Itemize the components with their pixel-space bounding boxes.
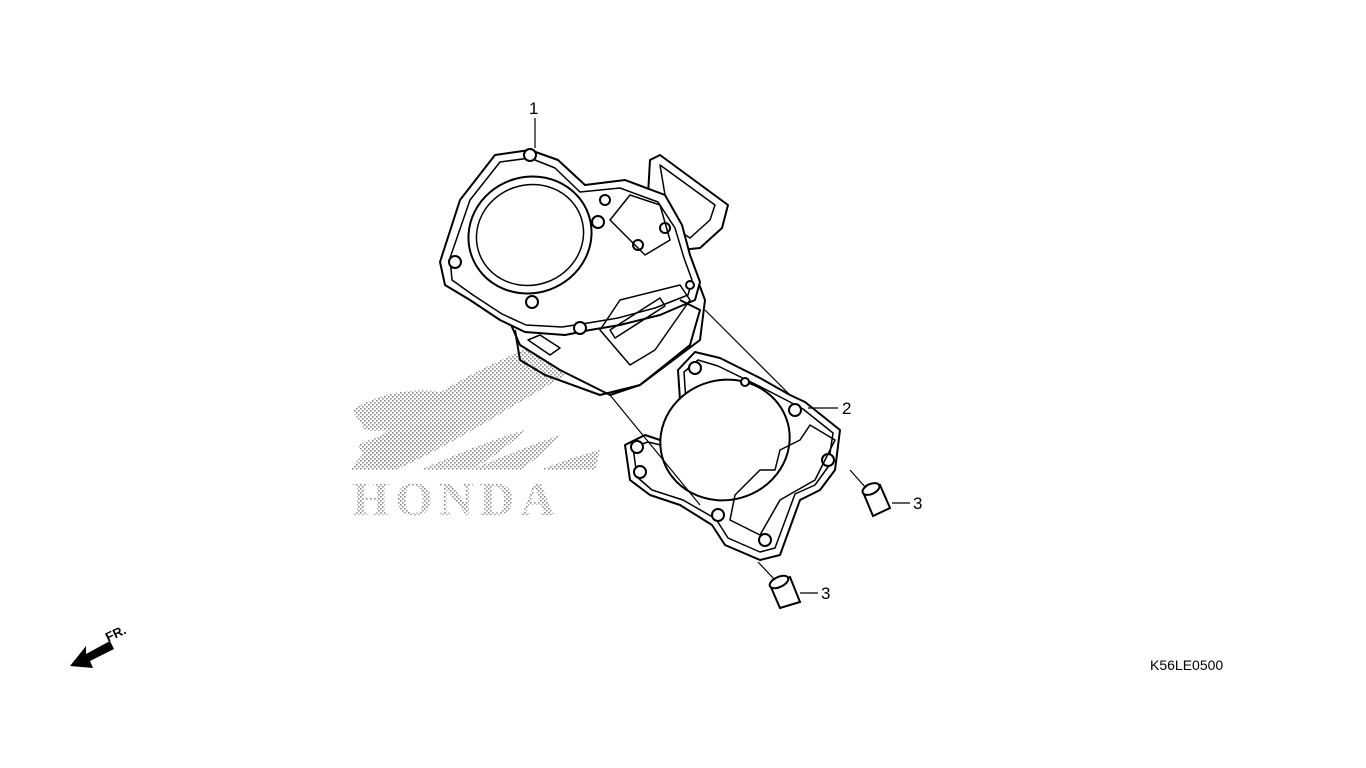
callout-1-label: 1	[529, 99, 538, 118]
gasket-drawing	[624, 351, 841, 561]
callout-3-lower-label: 3	[821, 584, 830, 603]
dowel-pin-lower-drawing	[768, 574, 802, 610]
leader-lines	[534, 118, 910, 594]
callout-3-upper-label: 3	[913, 494, 922, 513]
cylinder-drawing	[439, 148, 729, 396]
arrow-icon	[70, 641, 114, 668]
dowel-pin-upper-drawing	[861, 482, 892, 518]
honda-watermark-text: HONDA	[352, 473, 561, 526]
callout-2-label: 2	[842, 399, 851, 418]
diagram-code: K56LE0500	[1150, 657, 1224, 673]
front-direction-arrow: FR.	[70, 622, 128, 668]
front-label: FR.	[103, 622, 128, 644]
